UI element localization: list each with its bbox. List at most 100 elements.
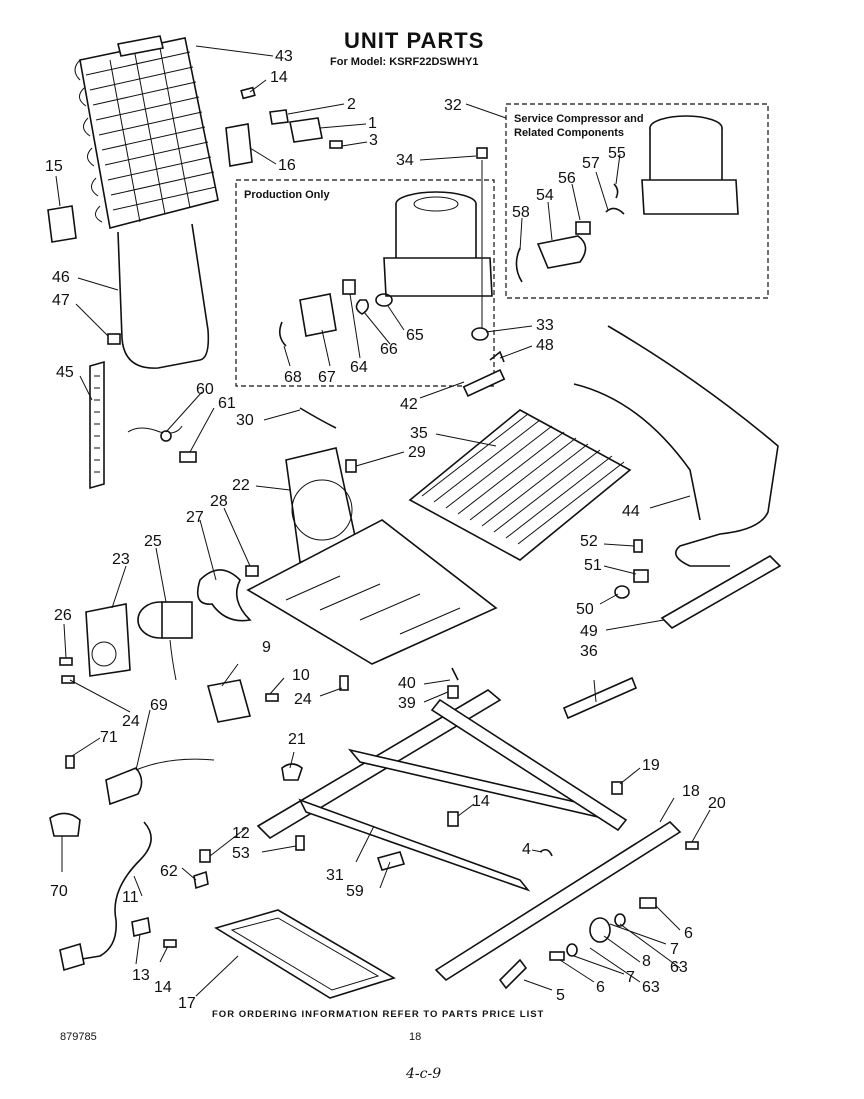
callout-58: 58: [512, 204, 530, 221]
bracket-part-70: [49, 812, 81, 837]
callout-65: 65: [406, 327, 424, 344]
screw-part-53: [295, 835, 305, 851]
callout-4: 4: [522, 841, 531, 858]
drain-pan-17: [214, 909, 396, 999]
clip-part-62: [193, 870, 209, 890]
callout-3: 3: [369, 132, 378, 149]
screw-part-24b: [339, 675, 349, 691]
fan-motor-25: [137, 601, 193, 681]
grommet-part-33: [471, 327, 489, 341]
grommet-part-50: [614, 585, 630, 599]
callout-29: 29: [408, 444, 426, 461]
part-63: [614, 913, 626, 927]
rail-part-49: [660, 555, 782, 629]
screw-part-26: [59, 657, 73, 666]
screw-part-12: [199, 849, 211, 863]
callout-7a: 7: [670, 941, 679, 958]
clip-part-61: [179, 451, 197, 463]
callout-54: 54: [536, 187, 554, 204]
document-number: 879785: [60, 1031, 97, 1043]
callout-69: 69: [150, 697, 168, 714]
callout-67: 67: [318, 369, 336, 386]
callout-52: 52: [580, 533, 598, 550]
callout-24a: 24: [122, 713, 140, 730]
screw-part-3: [329, 140, 343, 149]
coil-part-35: [408, 409, 632, 561]
callout-56: 56: [558, 170, 576, 187]
drain-tube-46: [117, 223, 210, 369]
callout-42: 42: [400, 396, 418, 413]
clip-part-59: [376, 851, 406, 871]
callout-48: 48: [536, 337, 554, 354]
clip-part-21: [281, 763, 303, 781]
compressor-production: [383, 191, 493, 297]
screw-part-19: [611, 781, 623, 795]
clip-part-66: [355, 299, 370, 315]
production-only-box: [235, 179, 495, 387]
callout-5: 5: [556, 987, 565, 1004]
clip-part-51: [633, 569, 649, 583]
bracket-part-1: [289, 117, 323, 143]
callout-40: 40: [398, 675, 416, 692]
relay-part-56: [575, 221, 591, 235]
callout-17: 17: [178, 995, 196, 1012]
bracket-part-9: [206, 679, 252, 723]
plug-part-64: [342, 279, 356, 295]
part-40: [451, 667, 459, 681]
plug: [59, 942, 85, 972]
callout-labels: 43 14 2 1 3 15 16 32 34 55 56 57 54 58 4…: [45, 48, 726, 1012]
callout-51: 51: [584, 557, 602, 574]
callout-23: 23: [112, 551, 130, 568]
callout-39: 39: [398, 695, 416, 712]
wire-part-68: [278, 321, 287, 347]
callout-49: 49: [580, 623, 598, 640]
screw-part-20: [685, 841, 699, 850]
callout-53: 53: [232, 845, 250, 862]
callout-26: 26: [54, 607, 72, 624]
callout-6a: 6: [684, 925, 693, 942]
callout-64: 64: [350, 359, 368, 376]
callout-18: 18: [682, 783, 700, 800]
callout-8: 8: [642, 953, 651, 970]
model-subtitle: For Model: KSRF22DSWHY1: [330, 56, 479, 68]
condenser-coil: [74, 35, 219, 229]
capacitor-part-69: [105, 767, 143, 806]
callout-62: 62: [160, 863, 178, 880]
callout-36: 36: [580, 643, 598, 660]
tubing-part-44: [607, 325, 779, 567]
relay-part-67: [299, 293, 337, 337]
rail-part-31b: [298, 798, 531, 892]
grommet-part-65: [375, 293, 393, 307]
production-only-label: Production Only: [244, 189, 330, 201]
callout-43: 43: [275, 48, 293, 65]
sensor-wire-60: [127, 425, 183, 434]
part-8: [589, 917, 611, 943]
callout-50: 50: [576, 601, 594, 618]
callout-9: 9: [262, 639, 271, 656]
callout-13: 13: [132, 967, 150, 984]
screw-part-52: [633, 539, 643, 553]
callout-68: 68: [284, 369, 302, 386]
clip-part-48: [489, 350, 505, 363]
callout-2: 2: [347, 96, 356, 113]
page-number: 18: [409, 1031, 422, 1043]
screw-part-6: [549, 951, 565, 961]
callout-66: 66: [380, 341, 398, 358]
pad-part-16: [225, 123, 253, 167]
pad-part-15: [47, 205, 77, 243]
callout-59: 59: [346, 883, 364, 900]
callout-15: 15: [45, 158, 63, 175]
wire-part-30: [299, 407, 337, 429]
callout-32: 32: [444, 97, 462, 114]
base-plate: [246, 519, 498, 665]
callout-60: 60: [196, 381, 214, 398]
callout-47: 47: [52, 292, 70, 309]
washer-part-7: [566, 943, 578, 957]
callout-7b: 7: [626, 969, 635, 986]
callout-71: 71: [100, 729, 118, 746]
part-39: [447, 685, 459, 699]
service-box-label-2: Related Components: [514, 127, 624, 139]
callout-45: 45: [56, 364, 74, 381]
screw-part-10: [265, 693, 279, 702]
